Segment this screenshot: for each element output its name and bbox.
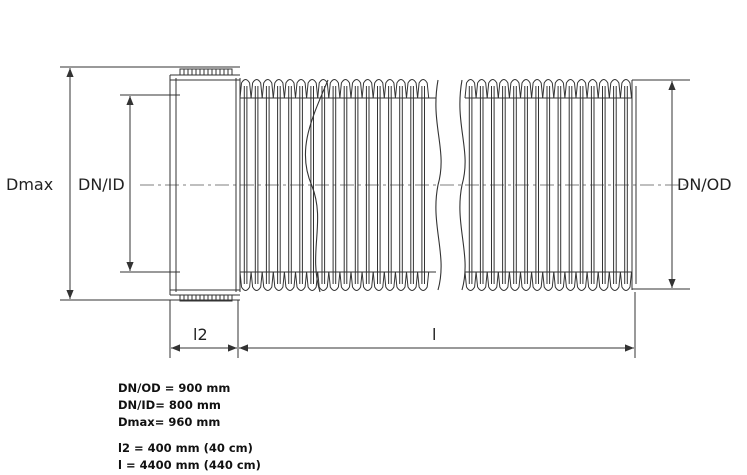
spec-l: l = 4400 mm (440 cm) (118, 458, 261, 472)
corrugated-pipe-body (239, 79, 637, 291)
spec-group-diameters: DN/OD = 900 mm DN/ID= 800 mm Dmax= 960 m… (118, 380, 230, 431)
socket-ribs (183, 69, 229, 301)
l2-label: l2 (193, 325, 208, 344)
extension-lines (60, 66, 690, 358)
spec-group-lengths: l2 = 400 mm (40 cm) l = 4400 mm (440 cm) (118, 440, 261, 474)
spec-dn-od: DN/OD = 900 mm (118, 381, 231, 395)
dimension-lines (66, 68, 676, 352)
break-lines (304, 79, 466, 293)
spec-dn-id: DN/ID= 800 mm (118, 398, 221, 412)
dn-id-label: DN/ID (78, 175, 125, 194)
pipe-socket (169, 68, 241, 302)
l-label: l (432, 325, 437, 344)
dn-od-label: DN/OD (677, 175, 732, 194)
dmax-label: Dmax (6, 175, 54, 194)
spec-l2: l2 = 400 mm (40 cm) (118, 441, 253, 455)
spec-dmax: Dmax= 960 mm (118, 415, 221, 429)
